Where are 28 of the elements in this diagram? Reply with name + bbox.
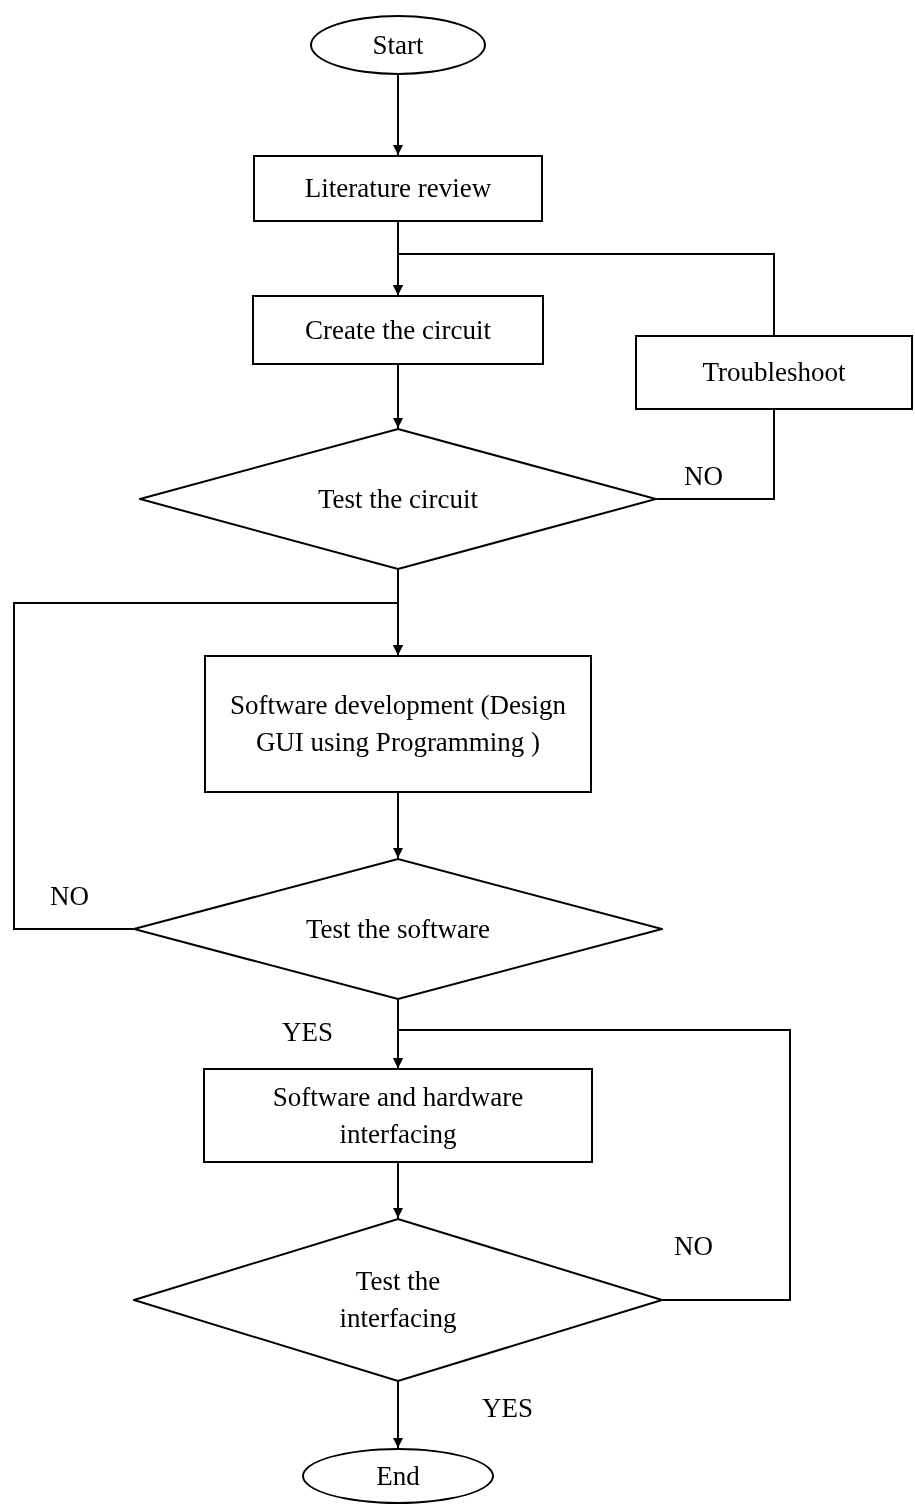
process-box: [203, 1068, 593, 1163]
node-label: Software development (Design GUI using Programming ): [229, 689, 567, 759]
terminal-ellipse: [310, 15, 486, 75]
decision-diamond: [139, 428, 657, 570]
decision-diamond: [133, 858, 663, 1000]
process-box: [204, 655, 592, 793]
arrow: [393, 253, 775, 336]
node-label: Literature review: [304, 172, 492, 205]
process-box: [635, 335, 913, 410]
node-label: Test the software: [305, 912, 490, 946]
arrow: [393, 792, 403, 859]
node-label: Start: [372, 28, 424, 62]
node-label: Software and hardware interfacing: [271, 1080, 525, 1151]
arrow: [393, 1381, 403, 1449]
arrow: [393, 74, 403, 156]
terminal-ellipse: [302, 1448, 494, 1504]
decision-diamond: [133, 1218, 663, 1382]
node-label: Test the interfacing: [338, 1265, 458, 1335]
node-label: Create the circuit: [305, 313, 491, 347]
arrow: [393, 1162, 403, 1219]
arrow: [393, 364, 403, 429]
node-label: End: [376, 1459, 420, 1493]
process-box: [253, 155, 543, 222]
arrow: [393, 1029, 791, 1301]
node-label: Troubleshoot: [702, 356, 846, 389]
process-box: [252, 295, 544, 365]
arrow: [13, 602, 403, 930]
node-label: Test the circuit: [317, 482, 479, 516]
